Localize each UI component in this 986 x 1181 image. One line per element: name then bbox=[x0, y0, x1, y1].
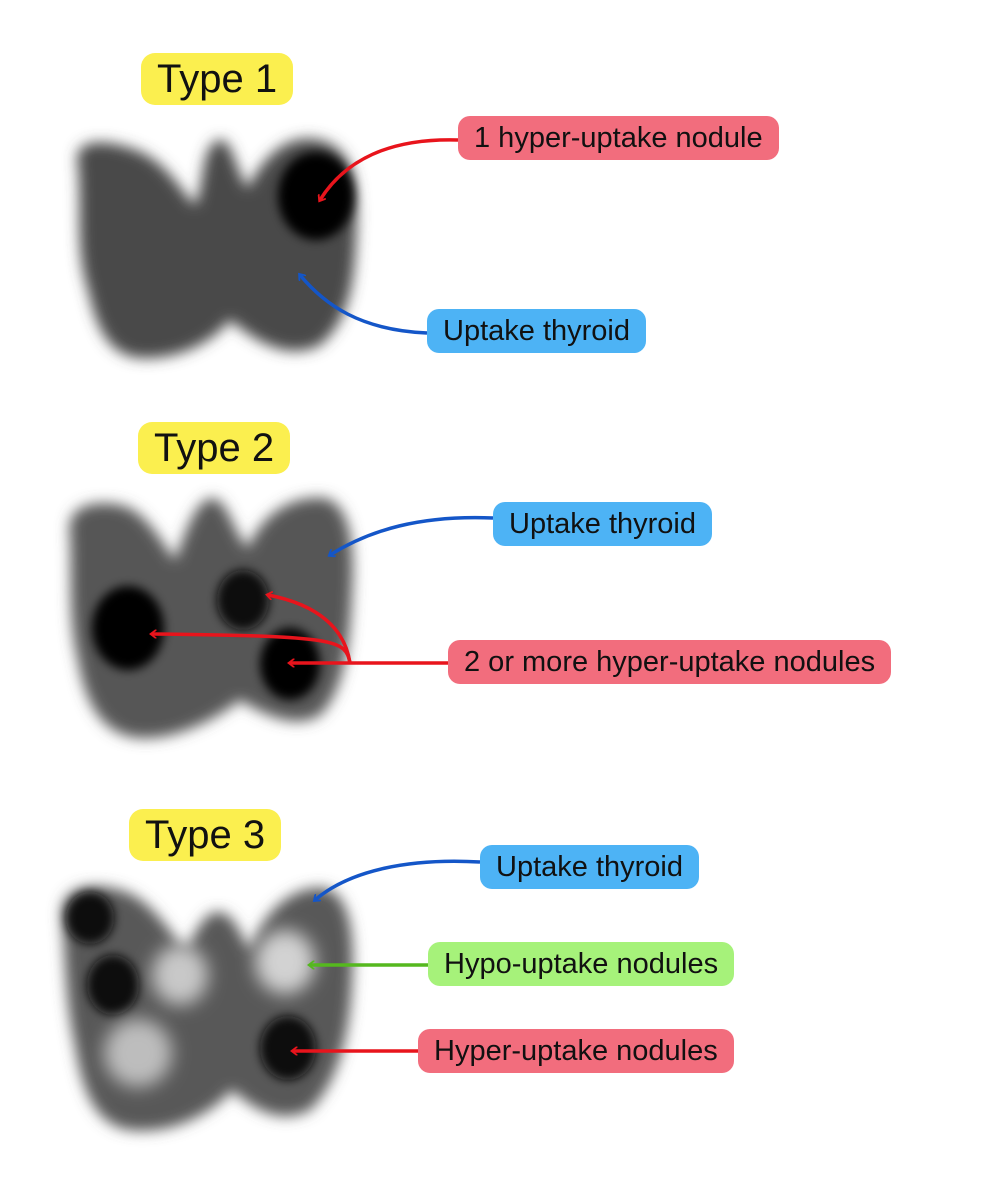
hyper-uptake-nodule-upper-left bbox=[66, 892, 114, 944]
callout-uptake-thyroid-type-3: Uptake thyroid bbox=[480, 845, 699, 889]
hyper-uptake-nodule-upper bbox=[217, 570, 269, 630]
arrow-uptake-thyroid-type-2 bbox=[330, 515, 494, 555]
hyper-uptake-nodule-right bbox=[260, 1016, 316, 1080]
panel-type-3 bbox=[61, 859, 481, 1131]
arrow-hyper-nodule-type-1 bbox=[320, 138, 459, 200]
callout-uptake-thyroid-type-1: Uptake thyroid bbox=[427, 309, 646, 353]
arrow-uptake-thyroid-type-3 bbox=[315, 859, 481, 900]
hypo-uptake-nodule-lower-left bbox=[104, 1019, 172, 1087]
callout-uptake-thyroid-type-2: Uptake thyroid bbox=[493, 502, 712, 546]
type-1-label: Type 1 bbox=[141, 53, 294, 105]
thyroid-gland-type-2 bbox=[69, 497, 353, 739]
callout-hypo-uptake-nodules: Hypo-uptake nodules bbox=[428, 942, 735, 986]
arrow-hyper-nodules-type-2-branch-up bbox=[268, 595, 352, 664]
thyroid-gland-type-3 bbox=[61, 886, 353, 1131]
callout-hyper-uptake-nodules: Hyper-uptake nodules bbox=[418, 1029, 734, 1073]
type-2-label: Type 2 bbox=[138, 422, 291, 474]
hypo-uptake-nodule-center bbox=[152, 945, 208, 1005]
type-3-label: Type 3 bbox=[129, 809, 282, 861]
callout-2-or-more-hyper-uptake-nodules: 2 or more hyper-uptake nodules bbox=[448, 640, 892, 684]
panel-type-1 bbox=[77, 138, 459, 359]
thyroid-gland-type-1 bbox=[77, 138, 357, 359]
arrow-uptake-thyroid-type-1 bbox=[300, 275, 428, 335]
hyper-uptake-nodule-mid-left bbox=[87, 955, 139, 1015]
hyper-uptake-nodule-left bbox=[92, 586, 164, 670]
hyper-uptake-nodule bbox=[278, 152, 354, 240]
hypo-uptake-nodule-right bbox=[255, 930, 315, 994]
callout-1-hyper-uptake-nodule: 1 hyper-uptake nodule bbox=[458, 116, 779, 160]
panel-type-2 bbox=[69, 497, 494, 739]
